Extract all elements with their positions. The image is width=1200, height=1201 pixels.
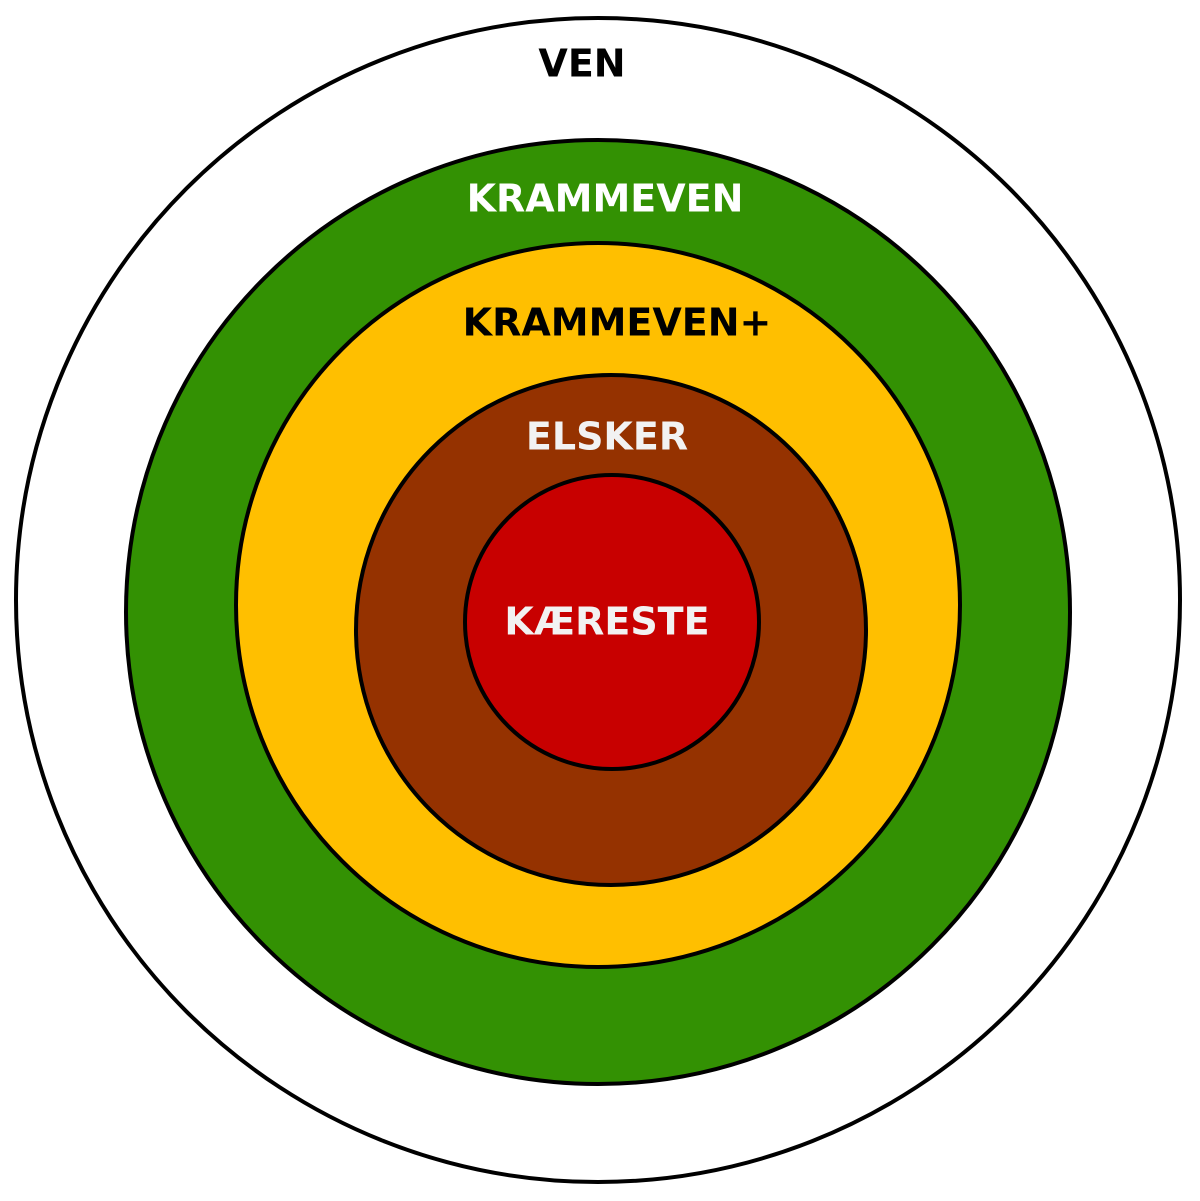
label-krammeven-plus: KRAMMEVEN+ (463, 301, 772, 345)
label-ven: VEN (538, 42, 625, 86)
label-elsker: ELSKER (526, 415, 688, 459)
label-kaereste: KÆRESTE (504, 600, 709, 644)
label-krammeven: KRAMMEVEN (467, 177, 744, 221)
ring-kaereste (463, 473, 761, 771)
